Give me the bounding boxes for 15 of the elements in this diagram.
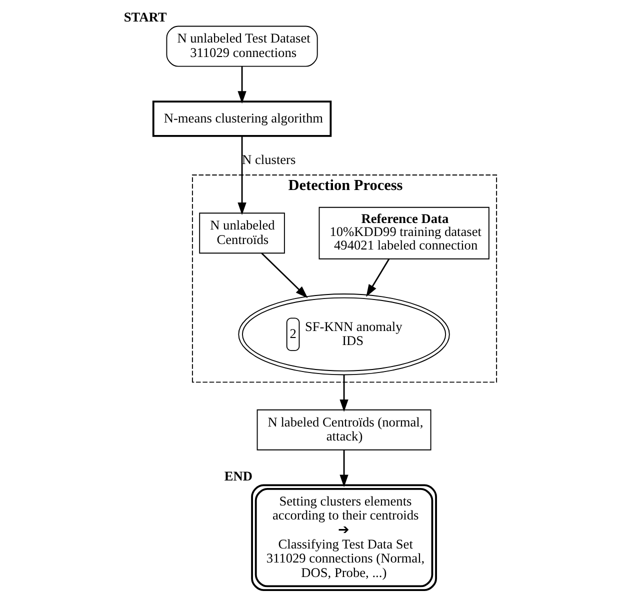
arrow — [340, 450, 348, 488]
node-box: N unlabeled Test Dataset 311029 connections — [166, 26, 318, 67]
node-box: Reference Data 10%KDD99 training dataset 494021 labeled connection — [318, 206, 490, 260]
arrow — [238, 66, 246, 104]
arrow — [238, 136, 246, 215]
arrow — [261, 252, 308, 298]
node-box: N unlabeled Centroïds — [199, 212, 285, 254]
arrow — [366, 258, 390, 297]
node-label: START — [124, 10, 167, 25]
node-box: N-means clustering algorithm — [152, 100, 332, 137]
node-box: N labeled Centroïds (normal, attack) — [256, 409, 432, 450]
node-label: END — [224, 468, 253, 484]
edge-label: N clusters — [242, 152, 296, 167]
node-box: Setting clusters elements according to their centroids ➔ Classifying Test Data Set 311029 connections (Normal, DOS, Probe, ...) — [251, 484, 437, 591]
arrow — [340, 374, 348, 412]
